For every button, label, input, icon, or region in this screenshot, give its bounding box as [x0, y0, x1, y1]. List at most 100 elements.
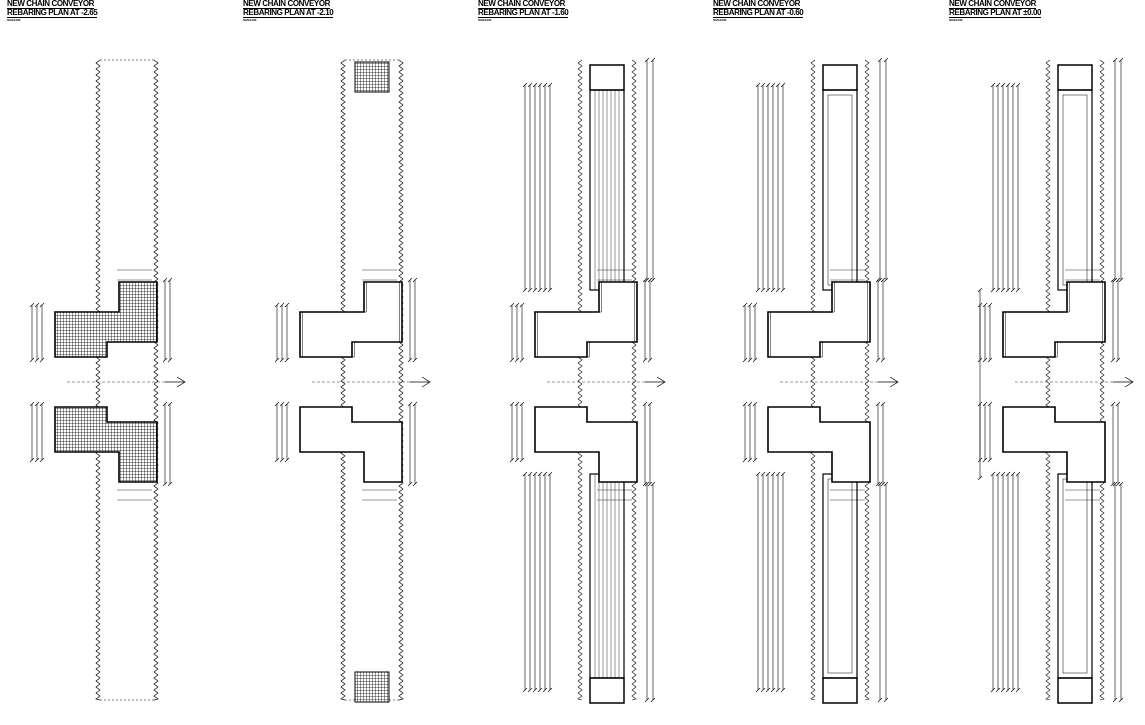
dimension-tick [995, 287, 1001, 293]
dimension-tick [1110, 357, 1116, 363]
dimension-tick [542, 287, 548, 293]
top-pit [822, 64, 858, 91]
dimension-tick [877, 277, 883, 283]
dimension-tick [742, 401, 748, 407]
dimension-tick [752, 357, 758, 363]
dimension-tick [642, 277, 648, 283]
title-line: NEW CHAIN CONVEYOR [478, 0, 566, 9]
bottom-pit [589, 677, 625, 704]
dimension-tick [647, 401, 653, 407]
slab-edge-right [398, 59, 404, 701]
dimension-tick [982, 302, 988, 308]
dimension-tick [647, 481, 653, 487]
dimension-tick [542, 687, 548, 693]
dimension-tick [752, 302, 758, 308]
dimension-tick [650, 277, 656, 283]
dimension-tick [162, 277, 168, 283]
dimension-tick [647, 277, 653, 283]
dimension-tick [407, 277, 413, 283]
dimension-tick [522, 471, 528, 477]
dimension-tick [977, 287, 983, 293]
dimension-tick [547, 82, 553, 88]
slab-edge-left [340, 59, 346, 701]
dimension-tick [995, 471, 1001, 477]
dimension-tick [274, 302, 280, 308]
dimension-tick [279, 302, 285, 308]
dimension-tick [274, 401, 280, 407]
dimension-tick [755, 287, 761, 293]
dimension-tick [1115, 401, 1121, 407]
dimension-tick [650, 481, 656, 487]
dimension-tick [1005, 687, 1011, 693]
dimension-tick [412, 277, 418, 283]
dimension-tick [1000, 471, 1006, 477]
dimension-tick [1112, 57, 1118, 63]
dimension-tick [162, 357, 168, 363]
dimension-tick [162, 401, 168, 407]
dimension-tick [527, 82, 533, 88]
upper-pit [767, 281, 871, 358]
dimension-tick [412, 357, 418, 363]
dimension-tick [274, 457, 280, 463]
channel-inner [827, 94, 853, 286]
upper-pit-inner [770, 281, 868, 358]
dimension-tick [987, 302, 993, 308]
wall-edge-left [810, 59, 816, 701]
lower-pit [1002, 406, 1106, 483]
dimension-tick [537, 82, 543, 88]
dimension-tick [747, 357, 753, 363]
dimension-tick [509, 457, 515, 463]
dimension-tick [644, 481, 650, 487]
upper-pit [299, 281, 403, 358]
dimension-tick [1000, 82, 1006, 88]
dimension-tick [1015, 687, 1021, 693]
title-line: NEW CHAIN CONVEYOR [949, 0, 1037, 9]
dimension-tick [1112, 277, 1118, 283]
dimension-tick [532, 471, 538, 477]
title-line: NEW CHAIN CONVEYOR [7, 0, 95, 9]
dimension-tick [1115, 277, 1121, 283]
dimension-tick [1110, 401, 1116, 407]
dimension-tick [1112, 481, 1118, 487]
drawing-title-2: NEW CHAIN CONVEYOR REBARING PLAN AT -2.1… [243, 0, 334, 23]
dimension-tick [547, 287, 553, 293]
dimension-tick [770, 687, 776, 693]
slab-edge-right [153, 59, 159, 701]
scale-label: SCALE 1:50 [478, 18, 492, 22]
rebar-plan-3 [509, 57, 666, 704]
dimension-tick [39, 302, 45, 308]
dimension-tick [877, 481, 883, 487]
dimension-tick [509, 302, 515, 308]
dimension-tick [284, 457, 290, 463]
dimension-tick [742, 357, 748, 363]
wall-edge-right [864, 59, 870, 701]
dimension-tick [760, 287, 766, 293]
dimension-tick [162, 481, 168, 487]
dimension-tick [407, 357, 413, 363]
dimension-tick [747, 401, 753, 407]
dimension-tick [34, 357, 40, 363]
dimension-tick [755, 82, 761, 88]
dimension-tick [775, 687, 781, 693]
dimension-tick [1015, 82, 1021, 88]
dimension-tick [34, 457, 40, 463]
top-mesh [354, 61, 390, 93]
dimension-tick [39, 457, 45, 463]
dimension-tick [1010, 471, 1016, 477]
subtitle-line: REBARING PLAN AT -2.10 [243, 8, 334, 18]
dimension-tick [547, 471, 553, 477]
dimension-tick [1110, 481, 1116, 487]
dimension-tick [532, 687, 538, 693]
dimension-tick [650, 57, 656, 63]
dimension-tick [29, 401, 35, 407]
section-arrow-head [656, 376, 666, 388]
dimension-tick [880, 357, 886, 363]
dimension-tick [1005, 471, 1011, 477]
upper-pit-inner [537, 281, 635, 358]
subtitle-line: REBARING PLAN AT -0.60 [713, 8, 804, 18]
dimension-tick [977, 475, 983, 481]
dimension-tick [875, 401, 881, 407]
dimension-tick [765, 287, 771, 293]
dimension-tick [532, 82, 538, 88]
dimension-tick [875, 481, 881, 487]
